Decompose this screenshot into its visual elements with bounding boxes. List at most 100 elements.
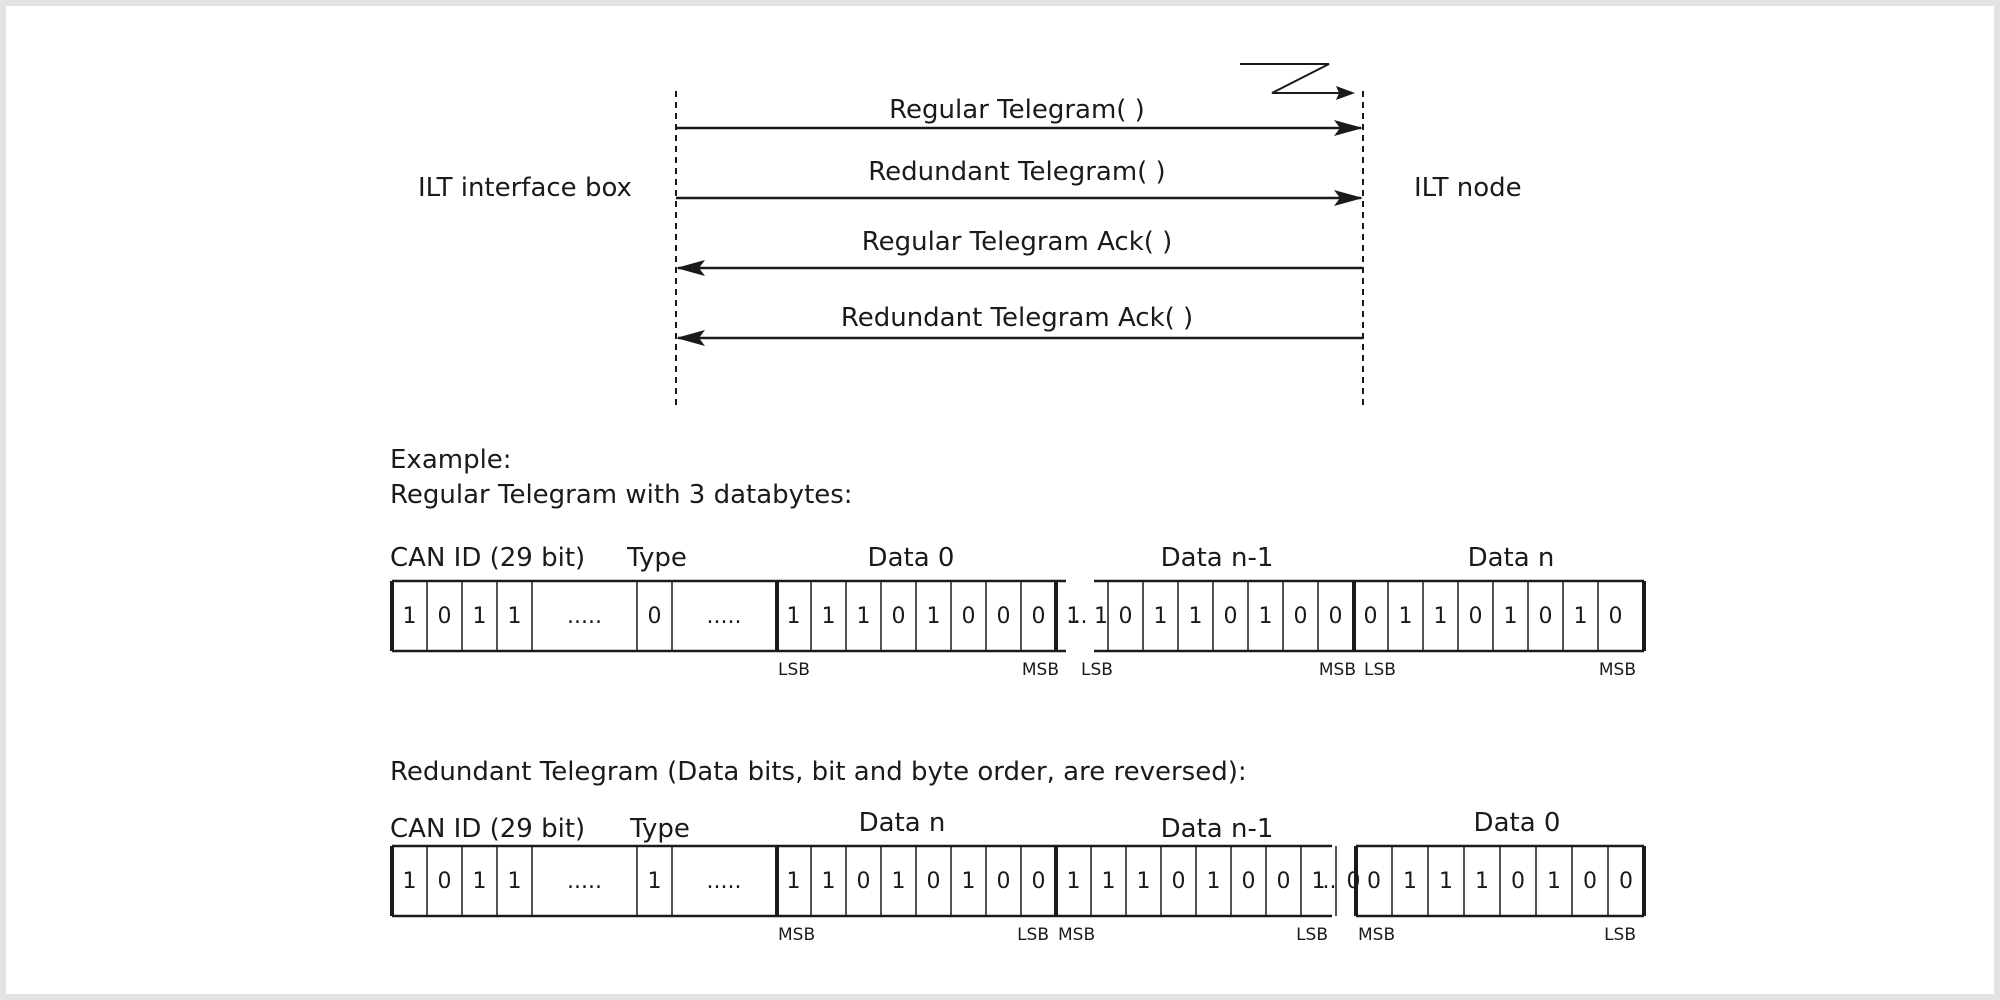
bit-cell: 0 <box>438 869 452 894</box>
bit-cell: 0 <box>1619 869 1633 894</box>
bit-cell: 0 <box>1329 604 1343 629</box>
bit-order-label: LSB <box>1081 660 1113 680</box>
bit-cell: 0 <box>927 869 941 894</box>
bit-order-label: LSB <box>778 660 810 680</box>
frame-header-byte-c: Data n <box>1468 543 1555 573</box>
bit-cell: 0 <box>1119 604 1133 629</box>
bit-cell: 1 <box>787 604 801 629</box>
example-heading: Example: <box>390 445 512 475</box>
message-regular-telegram: Regular Telegram( ) <box>676 95 1363 136</box>
bit-order-label: LSB <box>1364 660 1396 680</box>
frame-header-byte-a: Data n <box>859 808 946 838</box>
bit-cell: 0 <box>857 869 871 894</box>
frame-header-byte-b: Data n-1 <box>1161 814 1274 844</box>
message-label: Redundant Telegram Ack( ) <box>841 303 1193 333</box>
bit-cell: 1 <box>1067 869 1081 894</box>
frame-header-byte-c: Data 0 <box>1474 808 1561 838</box>
bit-cell: 1 <box>508 604 522 629</box>
bit-cell: 0 <box>997 869 1011 894</box>
lightning-arrowhead-icon <box>1336 86 1355 100</box>
bit-cell: 0 <box>1539 604 1553 629</box>
message-label: Redundant Telegram( ) <box>868 157 1165 187</box>
bit-order-label: MSB <box>1319 660 1356 680</box>
redundant-telegram-frame: CAN ID (29 bit) Type Data n Data n-1 Data 0 1… <box>390 808 1646 945</box>
bit-cell: 0 <box>1224 604 1238 629</box>
bit-order-label: LSB <box>1296 925 1328 945</box>
bit-cell: 1 <box>1504 604 1518 629</box>
bit-cell: 1 <box>1259 604 1273 629</box>
bit-cell: 1 <box>892 869 906 894</box>
bit-cell: ..... <box>707 869 742 894</box>
bit-cell: 1 <box>822 604 836 629</box>
participant-right-label: ILT node <box>1414 173 1522 203</box>
bit-cell: 1 <box>1094 604 1108 629</box>
bit-cell: 1 <box>508 869 522 894</box>
bit-cell: 1 <box>822 869 836 894</box>
frame-header-can-id: CAN ID (29 bit) <box>390 543 585 573</box>
bit-order-label: MSB <box>1358 925 1395 945</box>
message-label: Regular Telegram( ) <box>889 95 1145 125</box>
bit-cell: 1 <box>1207 869 1221 894</box>
bit-cell: 1 <box>1137 869 1151 894</box>
bit-cell: 0 <box>997 604 1011 629</box>
frame-header-byte-b: Data n-1 <box>1161 543 1274 573</box>
bit-cell: 1 <box>403 869 417 894</box>
bit-cell: 0 <box>962 604 976 629</box>
diagram-frame: ILT interface box ILT node Regular Teleg… <box>6 6 1994 994</box>
frame-header-byte-a: Data 0 <box>868 543 955 573</box>
bit-order-label: LSB <box>1604 925 1636 945</box>
bit-cell: 1 <box>648 869 662 894</box>
bit-cell: 1 <box>1067 604 1081 629</box>
frame-gap: ... <box>1316 869 1337 894</box>
bit-cell: 1 <box>1154 604 1168 629</box>
bit-cell: 0 <box>1583 869 1597 894</box>
bit-cell: 1 <box>473 604 487 629</box>
regular-telegram-frame: CAN ID (29 bit) Type Data 0 Data n-1 Data n 1… <box>390 543 1646 680</box>
message-redundant-telegram-ack: Redundant Telegram Ack( ) <box>676 303 1363 346</box>
bit-cell: 0 <box>1469 604 1483 629</box>
diagram-canvas: ILT interface box ILT node Regular Teleg… <box>390 63 1646 945</box>
bit-cell: 0 <box>648 604 662 629</box>
bit-order-label: MSB <box>778 925 815 945</box>
message-label: Regular Telegram Ack( ) <box>862 227 1173 257</box>
lightning-icon <box>1240 63 1349 94</box>
bit-cell: 0 <box>1364 604 1378 629</box>
bit-cell: 1 <box>403 604 417 629</box>
bit-cell: 1 <box>857 604 871 629</box>
bit-cell: 0 <box>1347 869 1361 894</box>
regular-telegram-title: Regular Telegram with 3 databytes: <box>390 480 853 510</box>
bit-cell: 1 <box>1399 604 1413 629</box>
message-regular-telegram-ack: Regular Telegram Ack( ) <box>676 227 1363 276</box>
bit-cell: 0 <box>1172 869 1186 894</box>
bit-order-label: MSB <box>1599 660 1636 680</box>
frame-header-type: Type <box>626 543 687 573</box>
bit-cell: 0 <box>438 604 452 629</box>
bit-order-label: MSB <box>1058 925 1095 945</box>
bit-cell: 0 <box>1242 869 1256 894</box>
message-redundant-telegram: Redundant Telegram( ) <box>676 157 1363 206</box>
frame-header-type: Type <box>629 814 690 844</box>
bit-cell: 0 <box>892 604 906 629</box>
bit-cell: 0 <box>1032 869 1046 894</box>
bit-cell: 0 <box>1277 869 1291 894</box>
bit-cell: 1 <box>1189 604 1203 629</box>
bit-cell: ..... <box>567 869 602 894</box>
bit-cell: 1 <box>787 869 801 894</box>
bit-cell: 1 <box>1403 869 1417 894</box>
bit-cell: ..... <box>707 604 742 629</box>
bit-cell: 1 <box>1312 869 1326 894</box>
bit-cell: 1 <box>1439 869 1453 894</box>
bit-cell: 0 <box>1609 604 1623 629</box>
bit-cell: 0 <box>1367 869 1381 894</box>
bit-order-label: LSB <box>1017 925 1049 945</box>
bit-cell: 0 <box>1511 869 1525 894</box>
bit-cell: 1 <box>473 869 487 894</box>
bit-cell: 0 <box>1294 604 1308 629</box>
redundant-telegram-title: Redundant Telegram (Data bits, bit and b… <box>390 757 1247 787</box>
frame-gap: ... <box>1067 604 1088 629</box>
frame-header-can-id: CAN ID (29 bit) <box>390 814 585 844</box>
bit-cell: 1 <box>1547 869 1561 894</box>
bit-cell: 1 <box>1574 604 1588 629</box>
bit-cell: 1 <box>1102 869 1116 894</box>
participant-left-label: ILT interface box <box>418 173 632 203</box>
